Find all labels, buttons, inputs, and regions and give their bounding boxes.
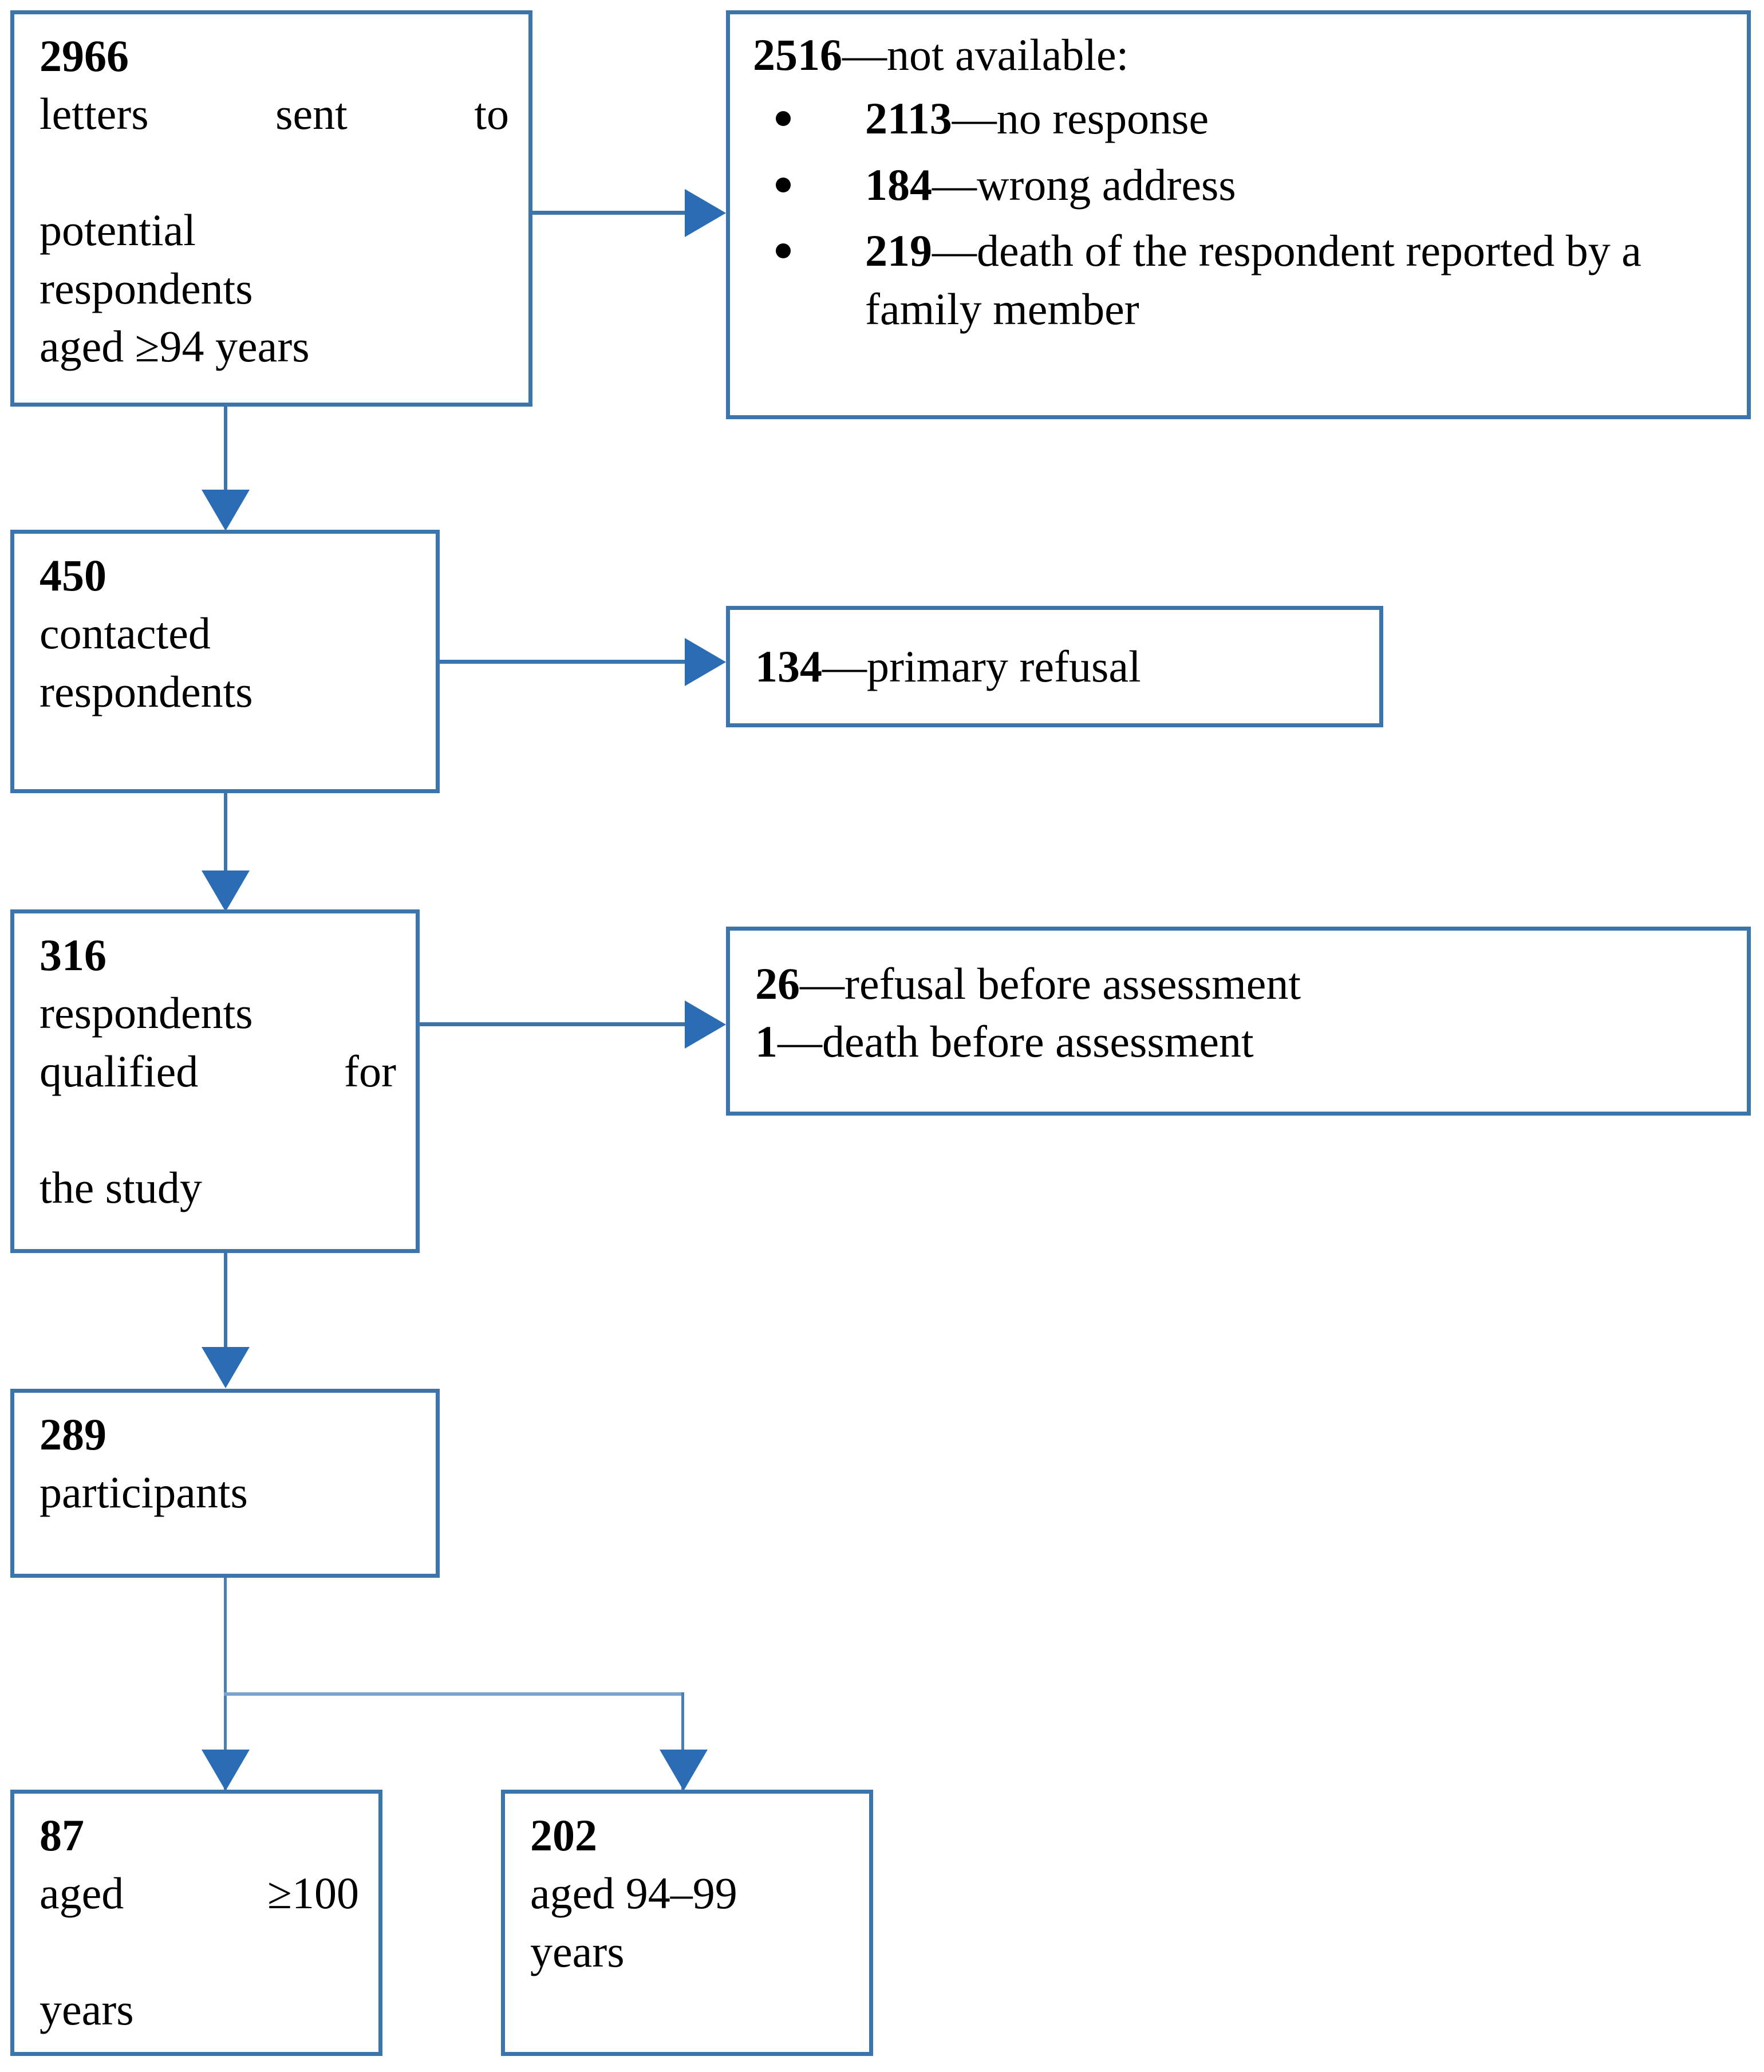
bullet-label: death of the respondent reported by a fa… [865,226,1641,334]
edge-qualified-to-excluded-line [420,1022,687,1026]
bullet-dash: — [932,159,977,210]
excluded-row: 26—refusal before assessment [755,955,1727,1013]
edge-contacted-to-refusal-line [440,660,687,664]
participants-line1: participants [40,1467,248,1518]
not-available-label: not available: [887,30,1129,80]
participants-count: 289 [40,1409,106,1459]
primary-refusal-text: 134—primary refusal [755,637,1360,695]
contacted-line1: contacted [40,608,211,659]
edge-to-centenarians-arrowhead [202,1750,250,1791]
bullet-dot-icon [776,177,791,192]
node-qualified: 316 respondents qualified for the study [10,909,420,1253]
edge-qualified-to-participants-line [224,1253,227,1348]
excluded-count: 26 [755,959,800,1009]
primary-refusal-dash: — [822,641,867,691]
edge-letters-to-contacted-arrowhead [202,490,250,531]
node-letters-sent: 2966 letters sent to potential responden… [10,10,532,407]
edge-qualified-to-excluded-arrowhead [685,1000,726,1049]
nonagenarians-count: 202 [530,1810,597,1860]
node-contacted: 450 contacted respondents [10,530,440,793]
qualified-line1: respondents [40,988,253,1038]
node-nonagenarians: 202 aged 94–99 years [501,1790,873,2056]
bullet-label: wrong address [977,159,1236,210]
bullet-count: 2113 [865,93,952,144]
contacted-line2: respondents [40,666,253,716]
edge-contacted-to-qualified-line [224,793,227,880]
letters-sent-line1: letters sent to [40,89,509,139]
centenarians-line1: aged ≥100 [40,1868,359,1919]
not-available-header: 2516—not available: [753,26,1730,84]
bullet-count: 219 [865,226,932,276]
centenarians-count: 87 [40,1810,84,1860]
qualified-line3: the study [40,1162,202,1212]
bullet-label: no response [996,93,1209,144]
centenarians-line2: years [40,1984,134,2035]
list-item: 2113—no response [753,89,1730,147]
edge-contacted-to-refusal-arrowhead [685,638,726,686]
not-available-count: 2516 [753,30,842,80]
excluded-dash: — [778,1017,822,1067]
edge-to-nonagenarians-arrowhead [660,1750,708,1791]
edge-letters-to-contacted-line [224,407,227,494]
primary-refusal-count: 134 [755,641,822,691]
qualified-line2: qualified for [40,1046,396,1096]
nonagenarians-line1: aged 94–99 [530,1868,737,1919]
edge-letters-to-not-available-arrowhead [685,189,726,237]
edge-participants-branch-horizontal [224,1692,684,1696]
bullet-dot-icon [776,111,791,127]
list-item: 219—death of the respondent reported by … [753,222,1730,338]
bullet-dash: — [932,226,977,276]
primary-refusal-label: primary refusal [867,641,1141,691]
bullet-dash: — [952,93,997,144]
edge-qualified-to-participants-arrowhead [202,1347,250,1388]
node-primary-refusal: 134—primary refusal [726,606,1383,727]
node-excluded: 26—refusal before assessment 1—death bef… [726,927,1751,1116]
not-available-dash: — [842,30,887,80]
excluded-count: 1 [755,1017,778,1067]
letters-sent-line3: respondents [40,263,253,313]
node-not-available: 2516—not available: 2113—no response 184… [726,10,1751,419]
not-available-list: 2113—no response 184—wrong address 219—d… [753,89,1730,338]
excluded-label: refusal before assessment [844,959,1301,1009]
bullet-dot-icon [776,243,791,259]
qualified-count: 316 [40,930,106,980]
edge-letters-to-not-available-line [532,211,686,215]
node-participants: 289 participants [10,1389,440,1578]
edge-contacted-to-qualified-arrowhead [202,870,250,912]
excluded-label: death before assessment [822,1017,1254,1067]
bullet-count: 184 [865,159,932,210]
nonagenarians-line2: years [530,1926,625,1976]
list-item: 184—wrong address [753,156,1730,214]
excluded-dash: — [800,959,844,1009]
letters-sent-line2: potential [40,205,196,255]
node-centenarians: 87 aged ≥100 years [10,1790,382,2056]
letters-sent-count: 2966 [40,31,129,81]
letters-sent-line4: aged ≥94 years [40,321,310,371]
excluded-row: 1—death before assessment [755,1013,1727,1070]
contacted-count: 450 [40,550,106,600]
